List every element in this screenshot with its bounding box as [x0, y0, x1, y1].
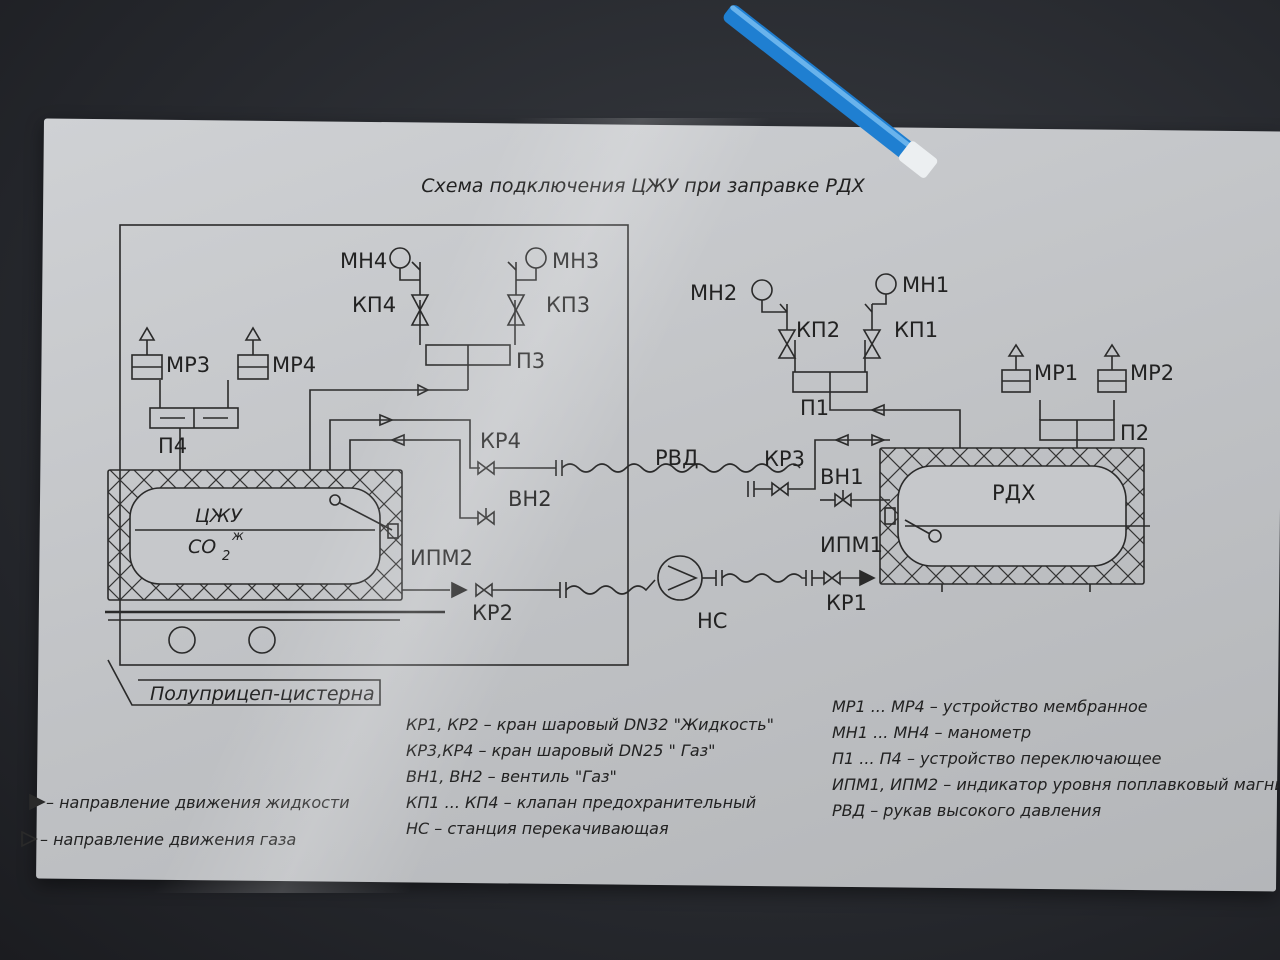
liquid-line-right	[702, 569, 876, 587]
right-tank	[879, 447, 1150, 592]
label-p1: П1	[800, 396, 829, 420]
label-rdh: РДХ	[992, 481, 1035, 505]
gas-line-kr4	[329, 419, 480, 470]
gas-line-vn2	[349, 439, 478, 519]
switch-p2	[1039, 400, 1115, 448]
legend-liquid-direction: – направление движения жидкости	[46, 793, 350, 812]
pen-barrel	[723, 5, 913, 158]
label-kp1: КП1	[894, 318, 938, 342]
tank-label-sup: ж	[231, 529, 244, 544]
label-vn2: ВН2	[508, 487, 552, 511]
label-mr1: МР1	[1034, 361, 1078, 385]
membrane-mr3	[131, 326, 163, 380]
liquid-arrow-icon	[29, 793, 46, 811]
label-mn1: МН1	[902, 273, 949, 297]
legend-right-2: МН1 ... МН4 – манометр	[832, 723, 1031, 742]
legend-gas-direction: – направление движения газа	[40, 830, 296, 849]
left-frame	[119, 224, 629, 666]
switch-p4	[149, 380, 239, 470]
label-kr4: КР4	[480, 429, 521, 453]
liquid-line-left	[402, 581, 567, 599]
label-mn3: МН3	[552, 249, 599, 273]
trailer-box	[107, 659, 381, 706]
label-mn2: МН2	[690, 281, 737, 305]
label-mr2: МР2	[1130, 361, 1174, 385]
legend-item-4: КП1 ... КП4 – клапан предохранительный	[406, 793, 756, 812]
legend-right: МР1 ... МР4 – устройство мембранное МН1 …	[832, 697, 1280, 820]
membrane-mr1	[1001, 343, 1031, 393]
trailer-label: Полуприцеп-цистерна	[150, 683, 375, 705]
tank-label-co: СО	[188, 536, 216, 558]
legend-item-2: КР3,КР4 – кран шаровый DN25 " Газ"	[406, 741, 716, 760]
membrane-mr2	[1097, 343, 1127, 393]
label-ipm2: ИПМ2	[410, 546, 473, 570]
pen-cap-end	[898, 141, 938, 178]
label-kp3: КП3	[546, 293, 590, 317]
label-kr1: КР1	[826, 591, 867, 615]
safety-valve-kp2	[777, 303, 797, 359]
safety-valve-kp1	[862, 303, 882, 359]
valve-vn2	[477, 508, 495, 526]
safety-valve-kp3	[506, 261, 526, 326]
label-ipm1: ИПМ1	[820, 533, 883, 557]
left-tank	[105, 469, 445, 654]
label-kp4: КП4	[352, 293, 396, 317]
gas-hose-rvd	[561, 463, 801, 473]
legend-right-5: РВД – рукав высокого давления	[832, 801, 1102, 820]
label-mn4: МН4	[340, 249, 387, 273]
label-mr4: МР4	[272, 353, 316, 377]
label-ns: НС	[697, 609, 727, 633]
legend-item-5: НС – станция перекачивающая	[406, 819, 669, 838]
label-vn1: ВН1	[820, 465, 864, 489]
legend-left: КР1, КР2 – кран шаровый DN32 "Жидкость" …	[406, 715, 774, 838]
legend-item-3: ВН1, ВН2 – вентиль "Газ"	[406, 767, 617, 786]
gas-arrow-icon	[21, 830, 38, 848]
legend-right-4: ИПМ1, ИПМ2 – индикатор уровня поплавковы…	[832, 775, 1280, 794]
label-rvd: РВД	[655, 446, 698, 470]
label-p2: П2	[1120, 421, 1149, 445]
liquid-hose-left	[565, 579, 656, 595]
safety-valve-kp4	[410, 261, 430, 326]
gas-line-p3	[309, 389, 468, 470]
tank-label-czhu: ЦЖУ	[195, 505, 243, 527]
legend-right-3: П1 ... П4 – устройство переключающее	[832, 749, 1162, 768]
label-kp2: КП2	[796, 318, 840, 342]
tank-label-sub: 2	[222, 549, 230, 564]
valve-kr3	[747, 439, 890, 497]
legend-item-1: КР1, КР2 – кран шаровый DN32 "Жидкость"	[406, 715, 774, 734]
diagram-title: Схема подключения ЦЖУ при заправке РДХ	[421, 175, 865, 197]
label-p4: П4	[158, 434, 187, 458]
label-mr3: МР3	[166, 353, 210, 377]
label-kr3: КР3	[764, 447, 805, 471]
membrane-mr4	[237, 326, 269, 380]
label-kr2: КР2	[472, 601, 513, 625]
label-p3: П3	[516, 349, 545, 373]
legend-right-1: МР1 ... МР4 – устройство мембранное	[832, 697, 1148, 716]
